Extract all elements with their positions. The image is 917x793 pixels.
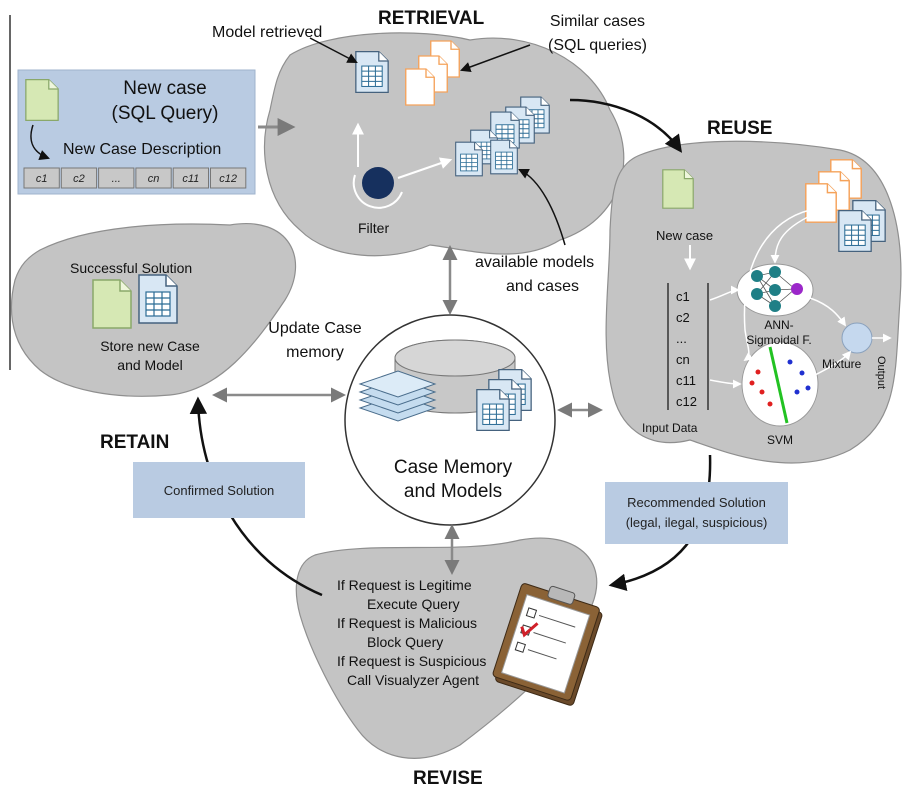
revise-rule-line: Execute Query bbox=[367, 596, 460, 612]
field-label: c11 bbox=[182, 173, 199, 185]
filter-right-arrow bbox=[397, 157, 453, 179]
available-doc-icon-1 bbox=[455, 141, 483, 177]
mixture-label: Mixture bbox=[822, 357, 862, 371]
inputs-to-ann-arrow bbox=[709, 285, 740, 301]
field-label: cn bbox=[148, 173, 160, 185]
revise-rule-line: If Request is Suspicious bbox=[337, 653, 487, 669]
available-doc-icon-2 bbox=[490, 139, 518, 175]
input-data-label: Input Data bbox=[642, 421, 698, 435]
retrieval-blob bbox=[264, 32, 625, 257]
model-retrieved-arrow bbox=[309, 37, 358, 63]
field-label: c1 bbox=[36, 173, 48, 185]
field-cell bbox=[210, 167, 247, 189]
similar-cases-sublabel: (SQL queries) bbox=[548, 37, 647, 54]
retain-model-doc-icon bbox=[138, 274, 178, 324]
clipboard-checklist-icon bbox=[492, 583, 603, 706]
available-models-label: available models bbox=[475, 254, 595, 271]
retain-case-doc-icon bbox=[92, 279, 132, 329]
store-new-case-label: Store new Case bbox=[100, 338, 200, 354]
store-model-label: and Model bbox=[117, 357, 183, 373]
field-cell bbox=[135, 167, 172, 189]
field-label: c2 bbox=[73, 173, 85, 185]
reuse-input-list: c1 c2... cn c11 c12 bbox=[676, 286, 706, 412]
reuse-model-doc-icon-1 bbox=[838, 209, 872, 253]
mixture-node bbox=[841, 322, 873, 354]
revise-rule-line: If Request is Malicious bbox=[337, 615, 478, 631]
new-case-title: New case bbox=[123, 78, 207, 99]
reuse-new-case-doc-icon bbox=[662, 169, 694, 209]
cases-to-svm-arrow bbox=[743, 209, 811, 362]
new-case-fields: c1 c2... cn c11 c12 bbox=[23, 167, 247, 189]
reuse-input-item: c2 bbox=[676, 310, 690, 325]
svm-to-mixture-arrow bbox=[814, 350, 852, 376]
cases-to-ann-arrow bbox=[770, 214, 813, 264]
memory-model-doc-icon-1 bbox=[476, 388, 510, 432]
field-label: c12 bbox=[219, 173, 237, 185]
field-cell bbox=[172, 167, 209, 189]
retrieval-to-reuse-arrow bbox=[569, 98, 683, 153]
confirmed-solution-box: Confirmed Solution bbox=[133, 462, 305, 518]
reuse-input-item: ... bbox=[676, 331, 687, 346]
filter-label: Filter bbox=[358, 220, 390, 236]
model-retrieved-label: Model retrieved bbox=[212, 24, 323, 41]
reuse-input-item: c1 bbox=[676, 289, 690, 304]
field-label: ... bbox=[112, 173, 121, 185]
available-cases-label: and cases bbox=[506, 278, 579, 295]
update-memory-label: memory bbox=[286, 344, 344, 361]
revise-phase-title: REVISE bbox=[413, 768, 483, 789]
revise-rule-line: Call Visualyzer Agent bbox=[347, 672, 480, 688]
ann-to-mixture-arrow bbox=[809, 297, 847, 327]
inputs-to-svm-arrow bbox=[709, 379, 742, 389]
output-label: Output bbox=[875, 356, 887, 390]
recommended-solution-label: Recommended Solution bbox=[627, 495, 766, 510]
retrieval-phase-title: RETRIEVAL bbox=[378, 8, 485, 29]
case-memory-title: Case Memory bbox=[393, 457, 513, 478]
new-case-subtitle: (SQL Query) bbox=[111, 103, 219, 124]
reuse-input-item: c12 bbox=[676, 394, 697, 409]
new-case-doc-icon bbox=[25, 78, 59, 122]
available-models-arrow bbox=[518, 169, 566, 246]
field-cell bbox=[98, 167, 135, 189]
update-case-label: Update Case bbox=[268, 320, 362, 337]
new-case-description: New Case Description bbox=[63, 141, 222, 158]
filter-icon bbox=[352, 167, 403, 209]
stacked-cases-icon bbox=[358, 370, 437, 422]
svm-plot-icon bbox=[741, 341, 819, 427]
ann-sublabel: Sigmoidal F. bbox=[746, 333, 812, 347]
similar-cases-label: Similar cases bbox=[549, 13, 646, 30]
case-memory-subtitle: and Models bbox=[403, 481, 503, 502]
recommended-solution-classes: (legal, ilegal, suspicious) bbox=[625, 515, 768, 530]
ann-label: ANN- bbox=[764, 318, 794, 332]
svm-label: SVM bbox=[767, 433, 794, 447]
field-cell bbox=[60, 167, 98, 189]
retain-phase-title: RETAIN bbox=[100, 432, 170, 453]
model-retrieved-doc-icon bbox=[355, 50, 389, 94]
ann-network-icon bbox=[736, 263, 814, 317]
revise-rule-line: If Request is Legitime bbox=[337, 577, 472, 593]
successful-solution-label: Successful Solution bbox=[70, 260, 193, 276]
reuse-phase-title: REUSE bbox=[707, 118, 773, 139]
similar-case-doc-icon-1 bbox=[405, 68, 435, 106]
similar-cases-arrow bbox=[460, 44, 531, 73]
new-case-to-fields-arrow bbox=[30, 124, 50, 160]
revise-rule-line: Block Query bbox=[367, 634, 444, 650]
reuse-new-case-label: New case bbox=[656, 228, 714, 243]
field-cell bbox=[23, 167, 60, 189]
recommended-solution-box: Recommended Solution (legal, ilegal, sus… bbox=[605, 482, 788, 544]
reuse-input-item: c11 bbox=[676, 373, 696, 388]
reuse-input-item: cn bbox=[676, 352, 690, 367]
